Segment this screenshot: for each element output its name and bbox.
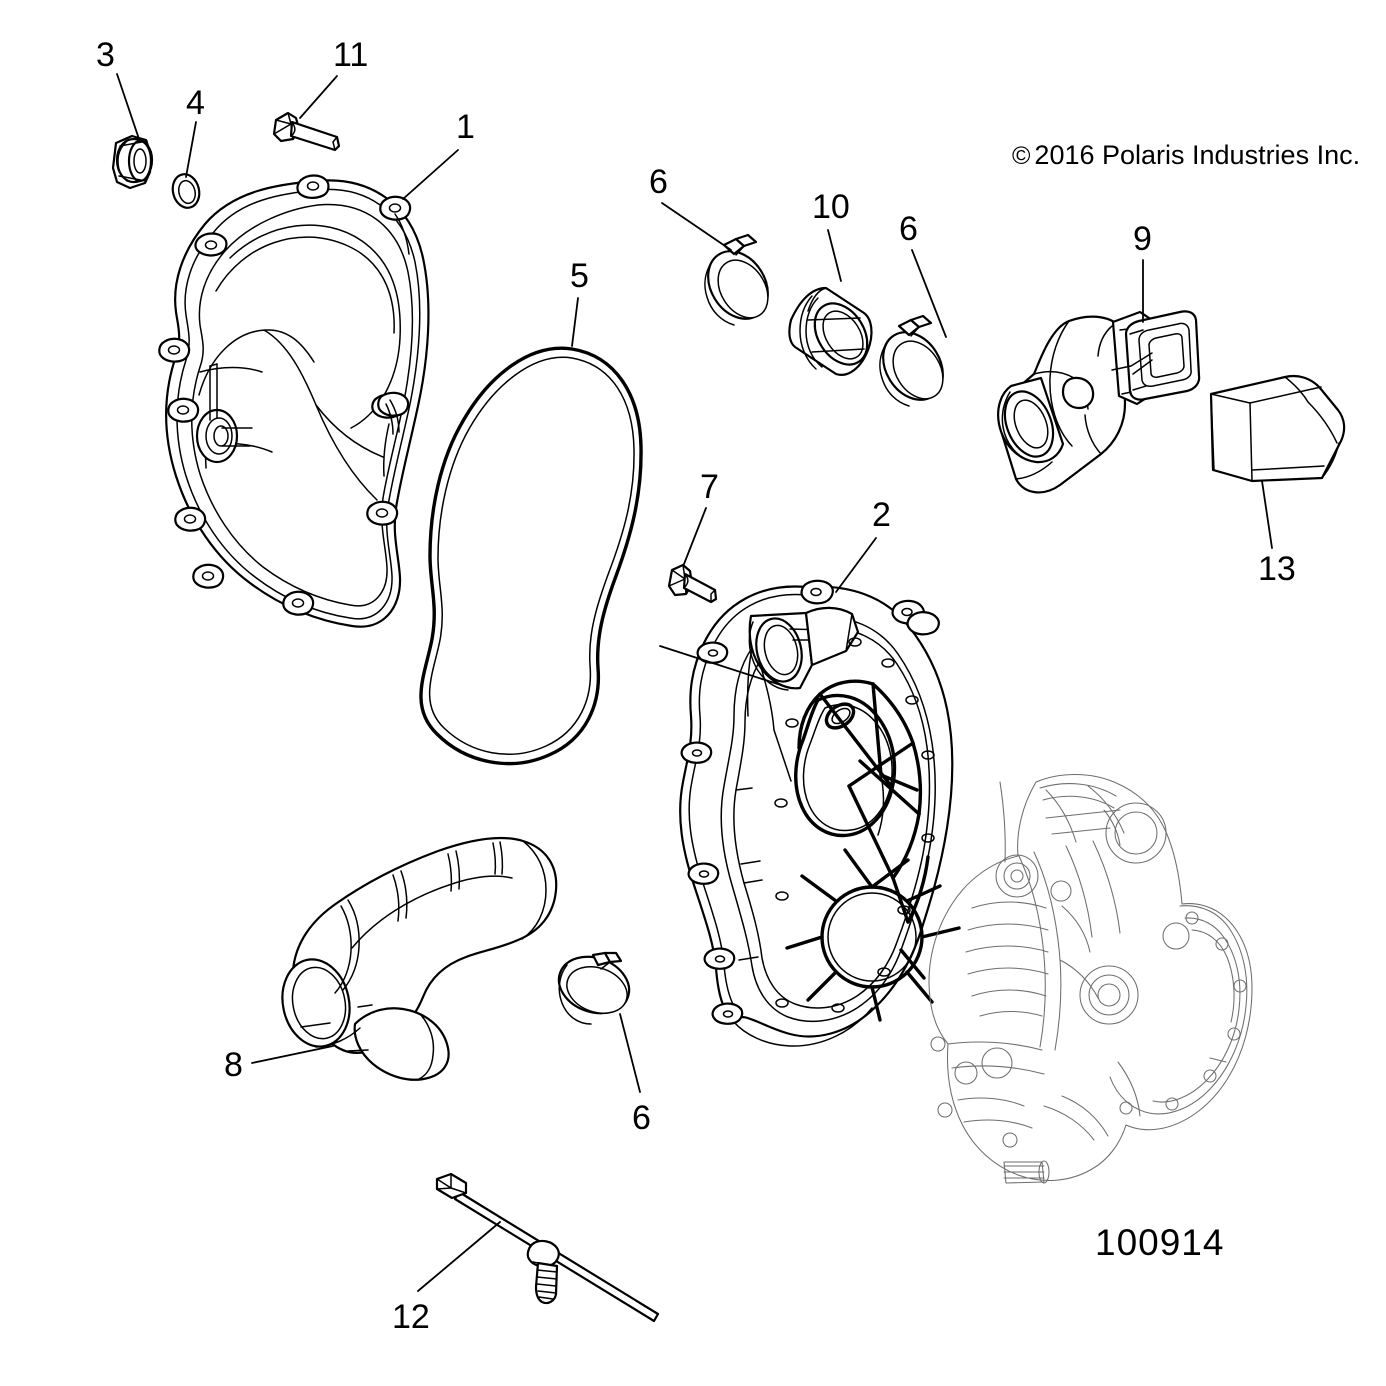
leader-7: [683, 507, 707, 565]
leader-6c: [619, 1013, 641, 1093]
callout-6-lower: 6: [632, 1099, 651, 1137]
leader-12: [417, 1221, 501, 1292]
leader-13: [1261, 480, 1273, 549]
leader-4: [185, 121, 197, 178]
part-outer-cover-bolt: [272, 111, 341, 152]
copyright-notice: ©2016 Polaris Industries Inc.: [1012, 140, 1360, 171]
part-inner-cover-bolt: [667, 563, 718, 604]
callout-6-upper-left: 6: [649, 163, 668, 201]
part-inner-clutch-cover: [679, 579, 961, 1047]
leader-6a: [661, 202, 732, 251]
callout-8: 8: [224, 1046, 243, 1084]
callout-3: 3: [96, 36, 115, 74]
part-outer-clutch-cover: [158, 174, 430, 628]
callout-11: 11: [333, 36, 369, 74]
diagram-part-number: 100914: [1095, 1222, 1225, 1263]
copyright-symbol-icon: ©: [1012, 142, 1031, 170]
callout-leader-lines: [116, 73, 1273, 1292]
leader-2: [835, 537, 877, 593]
part-hose-clamp-upper-left: [704, 233, 769, 326]
leader-5: [571, 297, 579, 347]
part-cover-gasket-seal: [419, 346, 643, 766]
leader-6b: [911, 249, 947, 338]
leader-8: [251, 1045, 334, 1064]
leader-inner-intake: [659, 645, 791, 689]
part-air-intake-duct: [997, 310, 1201, 494]
part-air-intake-hose: [281, 836, 558, 1081]
callout-2: 2: [872, 496, 891, 534]
part-plug-o-ring: [171, 173, 201, 209]
leader-1: [402, 149, 459, 200]
callout-10: 10: [812, 188, 850, 226]
callout-7: 7: [700, 468, 719, 506]
callout-9: 9: [1133, 220, 1152, 258]
part-outer-cover-plug: [111, 134, 154, 190]
leader-11: [299, 75, 338, 119]
leader-3: [116, 73, 140, 140]
part-hose-clamp-lower: [557, 951, 631, 1025]
part-duct-coupler-sleeve: [788, 286, 873, 376]
part-hose-clamp-upper-right: [879, 314, 944, 407]
callout-1: 1: [456, 108, 475, 146]
part-duct-cover-cap: [1209, 374, 1346, 483]
part-cable-tie-strap: [435, 1172, 660, 1323]
callout-12: 12: [392, 1298, 430, 1336]
copyright-text: 2016 Polaris Industries Inc.: [1034, 140, 1361, 170]
phantom-transmission-reference: [928, 773, 1253, 1184]
leader-10: [827, 229, 842, 282]
callout-13: 13: [1258, 550, 1296, 588]
callout-4: 4: [186, 84, 205, 122]
callout-6-upper-right: 6: [899, 210, 918, 248]
callout-5: 5: [570, 257, 589, 295]
